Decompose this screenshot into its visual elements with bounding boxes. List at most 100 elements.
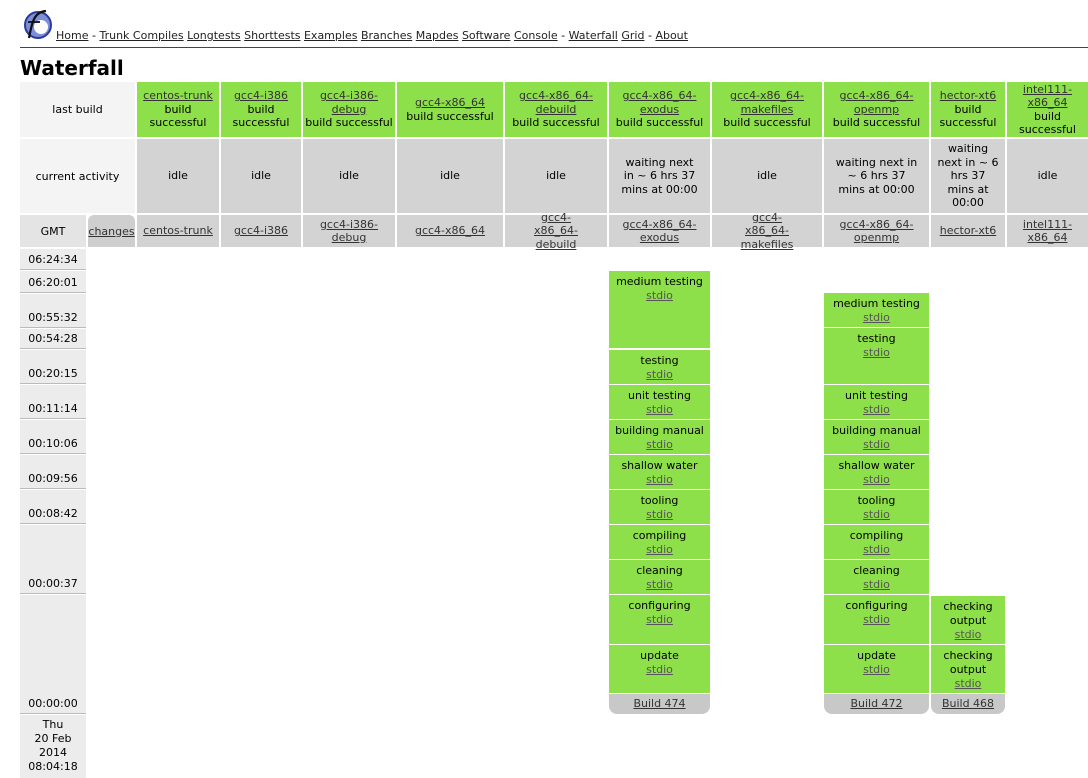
builder-header-link[interactable]: gcc4-i386-debug	[319, 217, 379, 245]
nav-separator: -	[91, 29, 96, 42]
nav-longtests[interactable]: Longtests	[187, 29, 241, 42]
time-cell: 00:54:28	[20, 329, 86, 349]
stdio-link[interactable]: stdio	[954, 677, 982, 690]
nav-branches[interactable]: Branches	[360, 29, 413, 42]
builder-header-link[interactable]: hector-xt6	[939, 224, 997, 238]
step-name: medium testing	[616, 275, 703, 288]
stdio-link[interactable]: stdio	[863, 543, 890, 556]
builder-header-link[interactable]: intel111-x86_64	[1022, 217, 1073, 245]
step-name: configuring	[628, 599, 691, 612]
nav-shorttests[interactable]: Shorttests	[244, 29, 301, 42]
stdio-link[interactable]: stdio	[863, 346, 890, 359]
builder-header-link[interactable]: gcc4-i386	[233, 224, 289, 238]
builder-link[interactable]: gcc4-x86_64-exodus	[622, 89, 697, 116]
nav-mapdes[interactable]: Mapdes	[415, 29, 459, 42]
time-cell: 00:09:56	[20, 455, 86, 489]
builder-header: gcc4-x86_64	[397, 215, 503, 247]
builder-link[interactable]: gcc4-x86_64-openmp	[839, 89, 914, 116]
builder-link[interactable]: centos-trunk	[143, 89, 213, 103]
build-number[interactable]: Build 474	[609, 694, 710, 714]
build-status: build successful	[832, 116, 921, 130]
header-divider	[20, 47, 1088, 48]
changes-header[interactable]: changes	[88, 215, 135, 247]
build-link[interactable]: Build 474	[633, 697, 686, 710]
nav-home[interactable]: Home	[56, 29, 89, 42]
stdio-link[interactable]: stdio	[954, 628, 982, 641]
builder-link[interactable]: gcc4-x86_64	[414, 96, 486, 109]
step-name: building manual	[615, 424, 704, 437]
date-date: 20 Feb	[34, 732, 72, 745]
step-name: compiling	[632, 529, 687, 542]
stdio-link[interactable]: stdio	[646, 368, 673, 381]
stdio-link[interactable]: stdio	[863, 508, 890, 521]
time-cell: 00:11:14	[20, 385, 86, 419]
stdio-link[interactable]: stdio	[646, 473, 673, 486]
build-link[interactable]: Build 472	[850, 697, 903, 710]
stdio-link[interactable]: stdio	[863, 473, 890, 486]
stdio-link[interactable]: stdio	[646, 508, 673, 521]
nav-console[interactable]: Console	[513, 29, 558, 42]
builder-link[interactable]: hector-xt6	[939, 89, 997, 103]
builder-header-link[interactable]: centos-trunk	[143, 224, 213, 238]
builder-link[interactable]: intel111-x86_64	[1022, 82, 1073, 110]
builder-header-link[interactable]: gcc4-x86_64-exodus	[622, 217, 697, 245]
last-build-cell: hector-xt6 build successful	[931, 82, 1005, 137]
builder-header: gcc4-x86_64-debuild	[505, 211, 607, 251]
nav-about[interactable]: About	[655, 29, 688, 42]
builder-header-link[interactable]: gcc4-x86_64	[414, 224, 486, 238]
fluidity-logo[interactable]	[20, 8, 54, 40]
build-number[interactable]: Build 472	[824, 694, 929, 714]
changes-link[interactable]: changes	[88, 224, 135, 238]
build-status: build successful	[305, 116, 393, 130]
builder-header-link[interactable]: gcc4-x86_64-debuild	[534, 210, 578, 251]
date-time: 08:04:18	[28, 760, 78, 773]
build-number[interactable]: Build 468	[931, 694, 1005, 714]
nav-software[interactable]: Software	[461, 29, 511, 42]
stdio-link[interactable]: stdio	[646, 663, 673, 676]
builder-header: gcc4-x86_64-makefiles	[712, 211, 822, 251]
stdio-link[interactable]: stdio	[863, 663, 890, 676]
step-name: shallow water	[621, 459, 698, 472]
last-build-label: last build	[20, 82, 135, 137]
stdio-link[interactable]: stdio	[646, 438, 673, 451]
last-build-cell: gcc4-x86_64 build successful	[397, 82, 503, 137]
nav-trunk-compiles[interactable]: Trunk Compiles	[99, 29, 184, 42]
stdio-link[interactable]: stdio	[646, 578, 673, 591]
build-status: build successful	[615, 116, 704, 130]
build-link[interactable]: Build 468	[941, 697, 995, 710]
builder-link[interactable]: gcc4-i386-debug	[319, 89, 379, 116]
builder-header-link[interactable]: gcc4-x86_64-openmp	[839, 217, 914, 245]
nav-grid[interactable]: Grid	[621, 29, 645, 42]
stdio-link[interactable]: stdio	[646, 543, 673, 556]
step-name: cleaning	[636, 564, 683, 577]
stdio-link[interactable]: stdio	[863, 311, 890, 324]
builder-link[interactable]: gcc4-i386	[233, 89, 289, 103]
stdio-link[interactable]: stdio	[646, 403, 673, 416]
stdio-link[interactable]: stdio	[863, 438, 890, 451]
time-cell: 00:00:00	[20, 595, 86, 714]
nav-waterfall[interactable]: Waterfall	[568, 29, 618, 42]
nav-examples[interactable]: Examples	[303, 29, 358, 42]
stdio-link[interactable]: stdio	[863, 403, 890, 416]
stdio-link[interactable]: stdio	[863, 578, 890, 591]
builder-link[interactable]: gcc4-x86_64-makefiles	[729, 89, 805, 116]
builder-header-link[interactable]: gcc4-x86_64-makefiles	[740, 210, 794, 251]
builder-header: centos-trunk	[137, 215, 219, 247]
step-name: testing	[640, 354, 679, 367]
builder-link[interactable]: gcc4-x86_64-debuild	[518, 89, 594, 116]
step-name: compiling	[849, 529, 904, 542]
builder-header: gcc4-x86_64-openmp	[824, 215, 929, 247]
activity-cell: idle	[397, 139, 503, 213]
gmt-header: GMT	[20, 215, 86, 247]
last-build-cell: gcc4-x86_64-makefiles build successful	[712, 82, 822, 137]
stdio-link[interactable]: stdio	[646, 289, 673, 302]
stdio-link[interactable]: stdio	[863, 613, 890, 626]
stdio-link[interactable]: stdio	[646, 613, 673, 626]
step-name: shallow water	[838, 459, 915, 472]
